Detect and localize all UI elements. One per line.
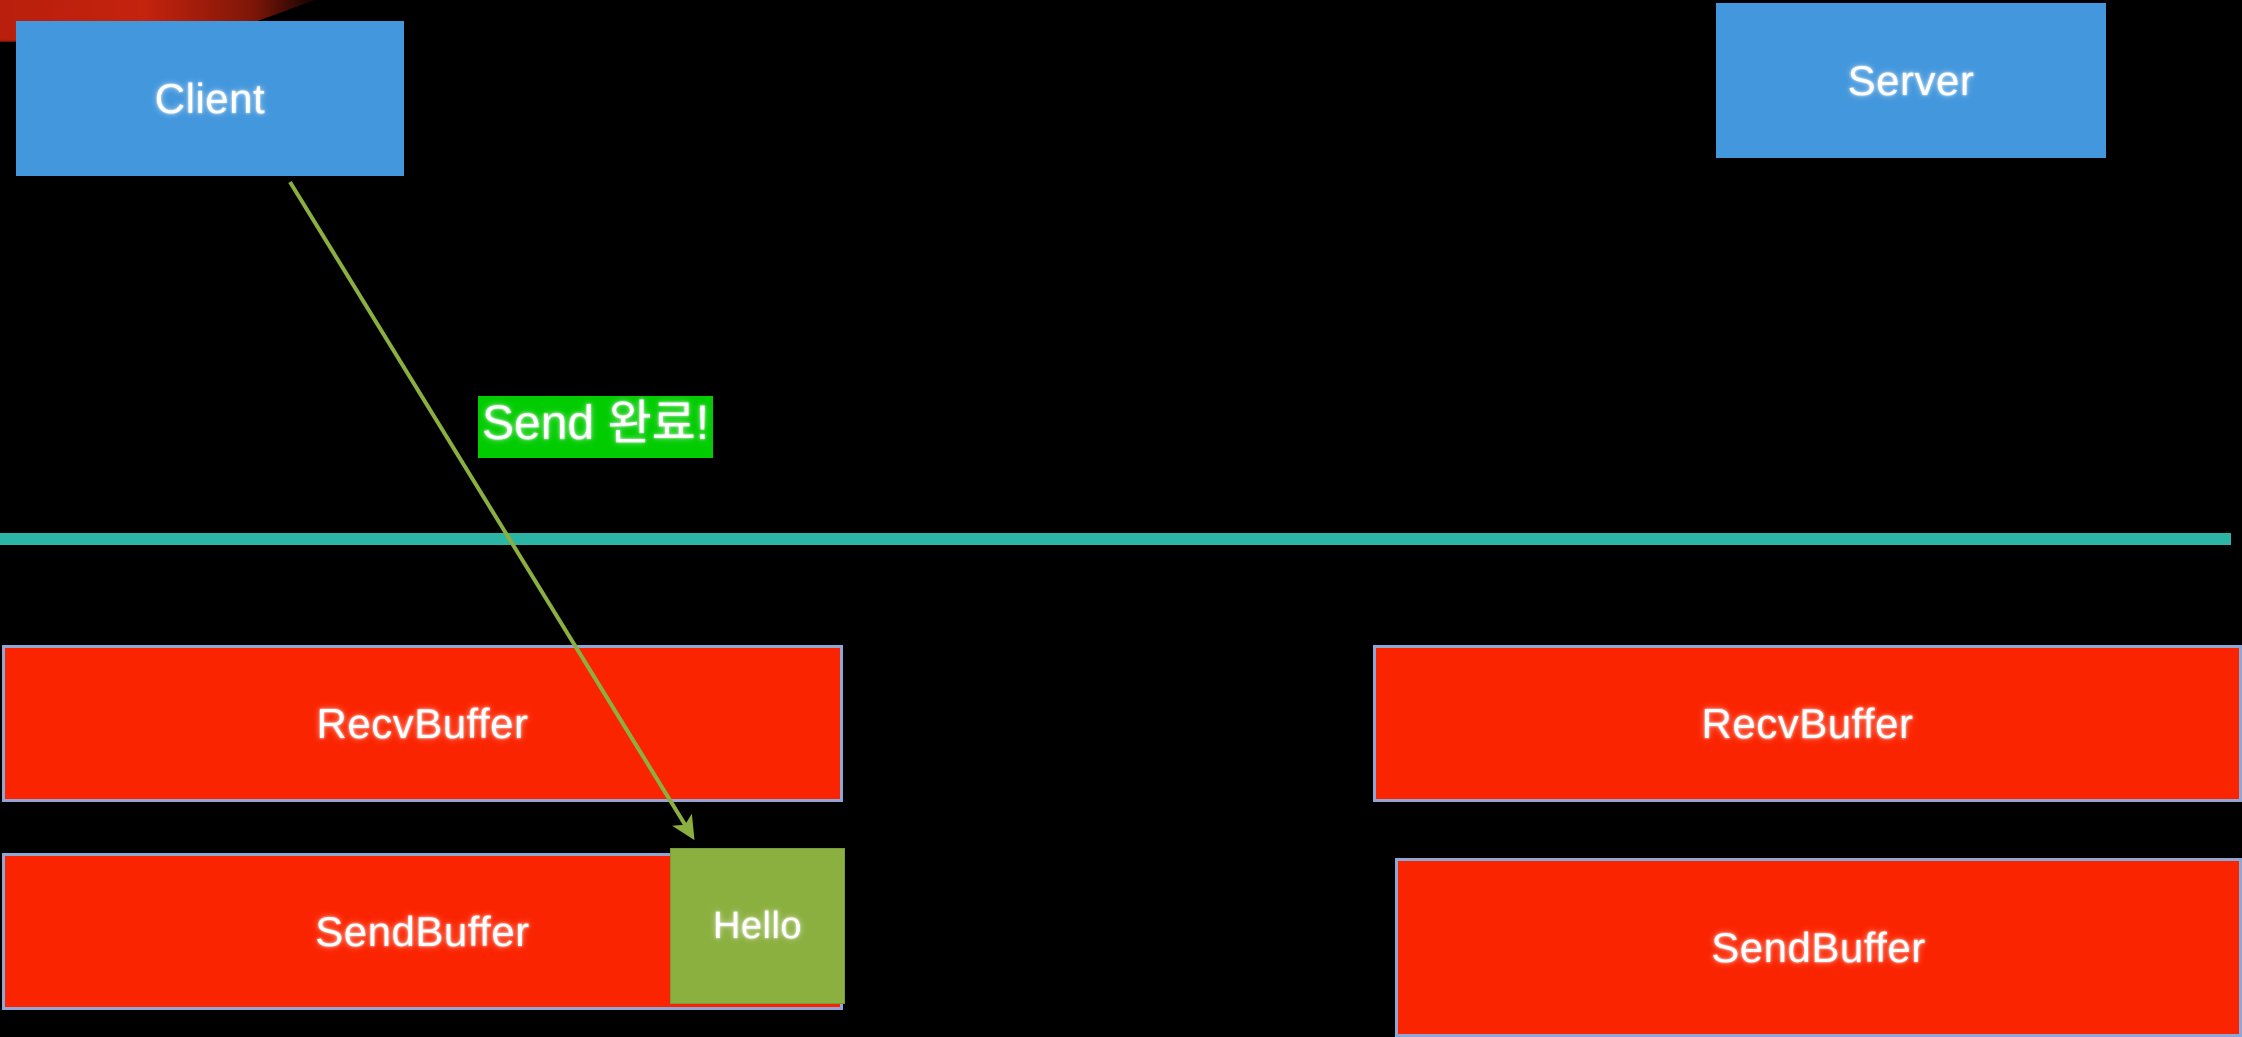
packet-hello-label: Hello <box>712 904 803 947</box>
server-recv-buffer-label: RecvBuffer <box>1701 699 1914 747</box>
client-node-label: Client <box>154 74 266 122</box>
send-complete-caption: Send 완료! <box>478 396 714 458</box>
client-node[interactable]: Client <box>16 21 404 176</box>
server-recv-buffer[interactable]: RecvBuffer <box>1373 645 2242 802</box>
packet-hello[interactable]: Hello <box>670 848 845 1004</box>
server-node-label: Server <box>1847 56 1975 104</box>
client-recv-buffer[interactable]: RecvBuffer <box>2 645 843 802</box>
server-send-buffer-label: SendBuffer <box>1711 923 1926 971</box>
client-send-buffer-label: SendBuffer <box>315 907 530 955</box>
server-send-buffer[interactable]: SendBuffer <box>1395 858 2242 1037</box>
client-recv-buffer-label: RecvBuffer <box>316 699 529 747</box>
server-node[interactable]: Server <box>1716 3 2106 158</box>
layer-divider-line <box>0 533 2231 545</box>
